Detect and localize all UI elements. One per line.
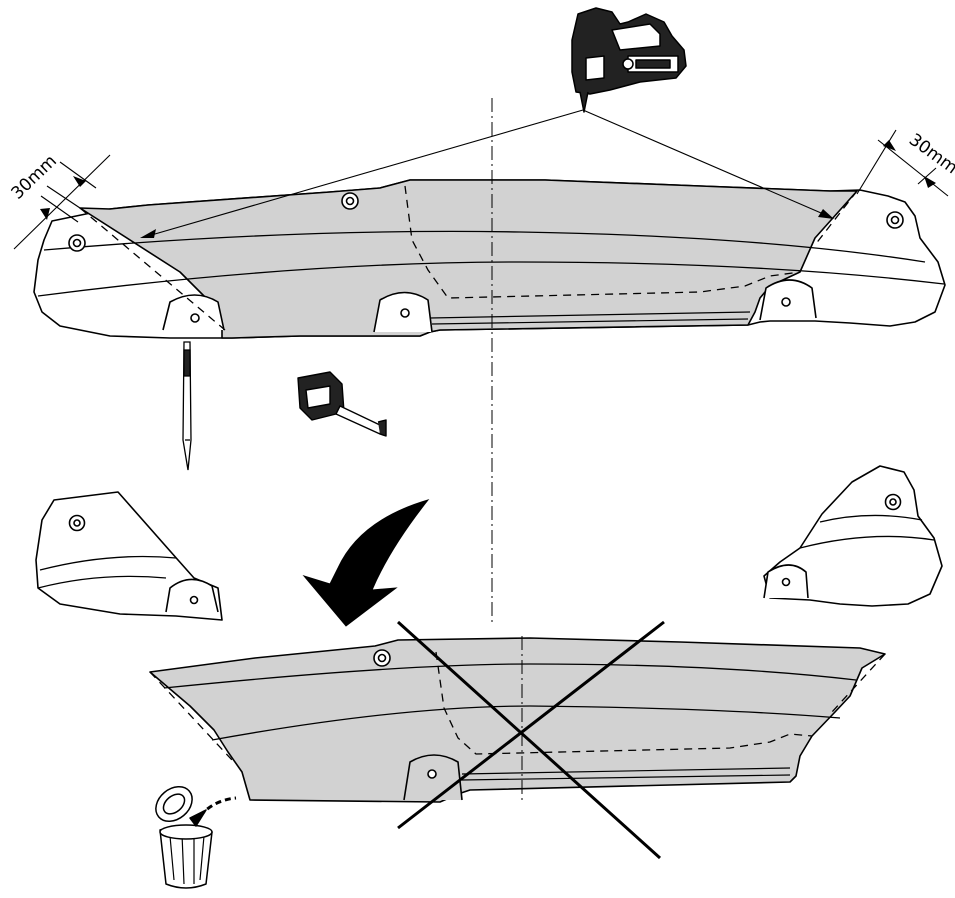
discarded-centre-piece: [149, 637, 886, 803]
dimension-label-left: 30mm: [8, 151, 61, 203]
dimension-label-right: 30mm: [905, 130, 955, 178]
discarded-piece-hidden-lines: [149, 651, 886, 761]
full-mud-flap: [33, 179, 946, 339]
dimension-right: [856, 129, 949, 197]
dim-right-arrow-1: [883, 140, 896, 151]
dim-right-arrow-2: [924, 176, 936, 188]
trash-bin-icon: [155, 786, 237, 889]
dim-left-arrow-1: [73, 176, 86, 187]
cut-lines: [79, 185, 858, 331]
tape-measure-icon: [297, 371, 387, 437]
jigsaw-icon: [571, 7, 687, 113]
arrowhead-left: [140, 229, 156, 238]
arrowhead-right: [818, 209, 834, 219]
marking-pen-icon: [182, 341, 192, 471]
discard-cross-icon: [396, 620, 665, 860]
cut-piece-right: [763, 465, 943, 607]
dim-left-arrow-2: [40, 208, 50, 220]
cut-arrows: [147, 109, 829, 237]
curved-arrow-icon: [302, 499, 430, 627]
dimension-left: [13, 154, 111, 250]
cut-piece-left: [35, 491, 223, 621]
